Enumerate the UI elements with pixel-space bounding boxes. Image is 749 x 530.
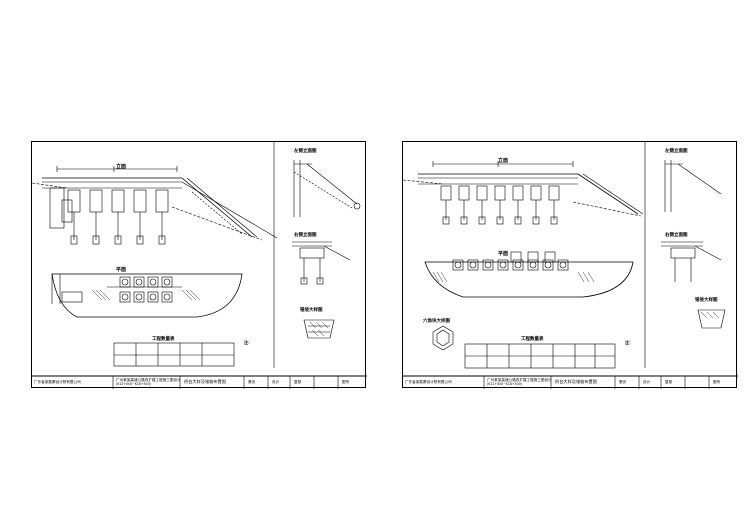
elevation-view-label: 立面: [498, 158, 509, 164]
detail-label: 锥坡大样图: [695, 298, 718, 303]
review-label: 复核: [294, 380, 302, 384]
plan-view-label: 平面: [498, 251, 509, 257]
drawing-no-label: 图号: [713, 380, 721, 384]
drawing-title: 桥台大样及锥坡布置图: [555, 379, 597, 384]
company-name: 广东省某勘察设计院有限公司: [405, 380, 452, 384]
section-b-label: 右侧立面图: [294, 233, 317, 238]
quantities-table-title: 工程数量表: [521, 337, 544, 342]
hex-detail-label: 六角块大样图: [423, 319, 450, 324]
drawing-title: 桥台大样及锥坡布置图: [184, 379, 226, 384]
drawing-no-label: 图号: [342, 380, 350, 384]
section-a-label: 左侧立面图: [294, 149, 317, 154]
project-sub: (K12+000~K18+500): [116, 382, 151, 386]
project-name: 广州某某高速公路改扩建工程施工图设计: [116, 378, 181, 382]
section-b-label: 右侧立面图: [665, 233, 688, 238]
sheet-label: 第页: [619, 380, 627, 384]
design-label: 设计: [643, 380, 651, 384]
design-label: 设计: [272, 380, 280, 384]
cad-linework-left: [32, 142, 367, 389]
sheet-label: 第页: [248, 380, 256, 384]
drawing-sheet-right: 立面 平面 左侧立面图 右侧立面图 锥坡大样图 六角块大样图 工程数量表 注： …: [402, 141, 738, 389]
detail-label: 锥坡大样图: [300, 308, 323, 313]
section-a-label: 左侧立面图: [665, 149, 688, 154]
cad-linework-right: [403, 142, 738, 389]
plan-view-label: 平面: [116, 267, 127, 273]
notes-title: 注：: [625, 340, 633, 345]
project-name: 广州某某高速公路改扩建工程施工图设计: [487, 378, 552, 382]
elevation-view-label: 立面: [116, 164, 127, 170]
notes-title: 注：: [244, 340, 252, 345]
review-label: 复核: [665, 380, 673, 384]
company-name: 广东省某勘察设计院有限公司: [34, 380, 81, 384]
drawing-sheet-left: 立面 平面 左侧立面图 右侧立面图 锥坡大样图 工程数量表 注： 广东省某勘察设…: [31, 141, 367, 389]
project-sub: (K12+000~K18+500): [487, 382, 522, 386]
quantities-table-title: 工程数量表: [152, 337, 175, 342]
